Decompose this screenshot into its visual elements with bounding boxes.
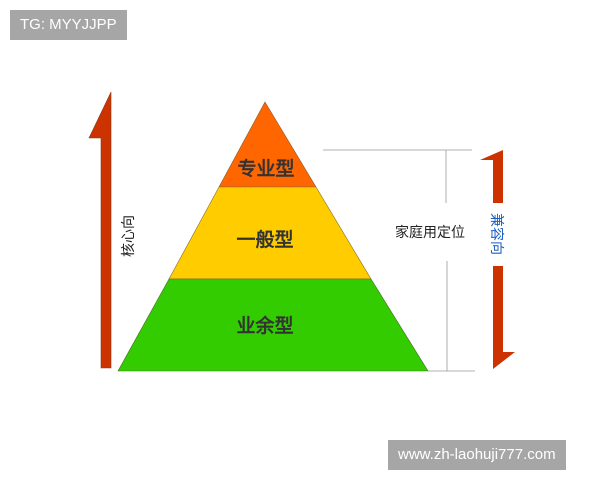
watermark-bottom: www.zh-laohuji777.com (388, 440, 566, 470)
tier-label-middle: 一般型 (236, 228, 293, 251)
right-arrow-label: 兼容向 (488, 213, 505, 255)
right-down-arrow (480, 150, 503, 203)
bracket-label: 家庭用定位 (395, 224, 465, 241)
tier-label-top: 专业型 (237, 157, 294, 180)
left-up-arrow (88, 91, 112, 369)
watermark-top: TG: MYYJJPP (10, 10, 127, 40)
right-down-arrow-lower (493, 266, 515, 369)
tier-label-bottom: 业余型 (236, 314, 293, 337)
left-arrow-label: 核心向 (121, 215, 137, 257)
